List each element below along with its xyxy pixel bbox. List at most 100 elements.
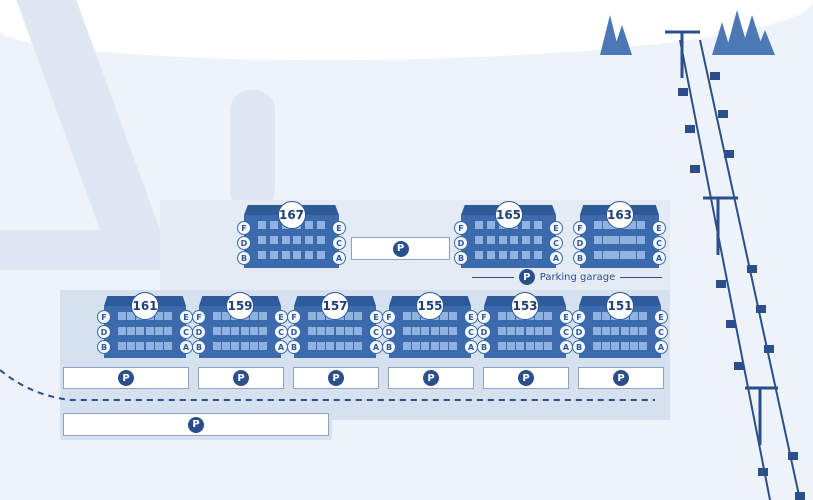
entrance-marker[interactable]: F: [573, 221, 587, 235]
entrance-marker[interactable]: F: [97, 310, 111, 324]
window: [305, 221, 314, 229]
entrance-marker[interactable]: E: [654, 310, 668, 324]
entrance-marker[interactable]: F: [192, 310, 206, 324]
entrance-marker[interactable]: C: [652, 236, 666, 250]
window: [639, 327, 647, 335]
entrance-marker[interactable]: D: [382, 325, 396, 339]
entrance-marker[interactable]: E: [274, 310, 288, 324]
window: [249, 312, 258, 320]
window: [213, 327, 221, 335]
entrance-marker[interactable]: F: [477, 310, 491, 324]
window: [317, 342, 326, 350]
parking-icon: P: [518, 269, 535, 285]
parking-lot-large[interactable]: P: [63, 413, 329, 436]
entrance-marker[interactable]: E: [332, 221, 346, 235]
entrance-marker[interactable]: C: [179, 325, 193, 339]
window: [293, 251, 302, 259]
window: [403, 327, 411, 335]
entrance-marker[interactable]: F: [572, 310, 586, 324]
window: [602, 312, 611, 320]
entrance-marker[interactable]: C: [332, 236, 346, 250]
entrance-marker[interactable]: C: [274, 325, 288, 339]
entrance-marker[interactable]: B: [192, 340, 206, 354]
parking-lot[interactable]: P: [351, 237, 450, 260]
parking-lot[interactable]: P: [293, 367, 379, 389]
entrance-marker[interactable]: E: [652, 221, 666, 235]
parking-lot[interactable]: P: [388, 367, 474, 389]
entrance-marker[interactable]: D: [97, 325, 111, 339]
entrance-marker[interactable]: E: [179, 310, 193, 324]
window: [259, 327, 267, 335]
window: [118, 312, 126, 320]
entrance-marker[interactable]: E: [559, 310, 573, 324]
entrance-marker[interactable]: A: [549, 251, 563, 265]
parking-icon: P: [118, 370, 134, 386]
entrance-marker[interactable]: A: [332, 251, 346, 265]
parking-icon: P: [518, 370, 534, 386]
entrance-marker[interactable]: C: [369, 325, 383, 339]
entrance-marker[interactable]: D: [237, 236, 251, 250]
entrance-marker[interactable]: E: [464, 310, 478, 324]
parking-garage-label[interactable]: P Parking garage: [472, 269, 662, 285]
lift-tower-icon: [745, 386, 778, 445]
window: [231, 327, 240, 335]
entrance-marker[interactable]: D: [477, 325, 491, 339]
entrance-marker[interactable]: C: [654, 325, 668, 339]
window: [305, 236, 314, 244]
window: [164, 342, 172, 350]
entrance-marker[interactable]: D: [287, 325, 301, 339]
entrance-marker[interactable]: B: [287, 340, 301, 354]
entrance-marker[interactable]: A: [652, 251, 666, 265]
window: [525, 327, 534, 335]
window: [611, 251, 620, 259]
entrance-marker[interactable]: B: [382, 340, 396, 354]
entrance-marker[interactable]: B: [97, 340, 111, 354]
window: [544, 342, 552, 350]
entrance-marker[interactable]: F: [287, 310, 301, 324]
parking-icon: P: [328, 370, 344, 386]
entrance-marker[interactable]: A: [274, 340, 288, 354]
entrance-marker[interactable]: C: [549, 236, 563, 250]
entrance-marker[interactable]: C: [464, 325, 478, 339]
window: [412, 312, 421, 320]
entrance-marker[interactable]: D: [454, 236, 468, 250]
parking-lot[interactable]: P: [483, 367, 569, 389]
entrance-marker[interactable]: F: [237, 221, 251, 235]
building-number: 155: [416, 292, 444, 320]
window: [213, 342, 221, 350]
entrance-marker[interactable]: E: [549, 221, 563, 235]
parking-lot[interactable]: P: [578, 367, 664, 389]
entrance-marker[interactable]: D: [572, 325, 586, 339]
entrance-marker[interactable]: B: [237, 251, 251, 265]
window: [510, 236, 519, 244]
entrance-marker[interactable]: A: [559, 340, 573, 354]
entrance-marker[interactable]: A: [464, 340, 478, 354]
entrance-marker[interactable]: C: [559, 325, 573, 339]
window: [475, 221, 483, 229]
entrance-marker[interactable]: B: [477, 340, 491, 354]
entrance-marker[interactable]: D: [192, 325, 206, 339]
entrance-marker[interactable]: B: [454, 251, 468, 265]
window: [498, 327, 506, 335]
entrance-marker[interactable]: F: [454, 221, 468, 235]
parking-lot[interactable]: P: [198, 367, 284, 389]
parking-lot[interactable]: P: [63, 367, 189, 389]
entrance-marker[interactable]: B: [573, 251, 587, 265]
entrance-marker[interactable]: A: [369, 340, 383, 354]
window: [403, 312, 411, 320]
entrance-marker[interactable]: F: [382, 310, 396, 324]
entrance-marker[interactable]: B: [572, 340, 586, 354]
entrance-marker[interactable]: E: [369, 310, 383, 324]
entrance-marker[interactable]: A: [654, 340, 668, 354]
entrance-marker[interactable]: D: [573, 236, 587, 250]
entrance-marker[interactable]: A: [179, 340, 193, 354]
